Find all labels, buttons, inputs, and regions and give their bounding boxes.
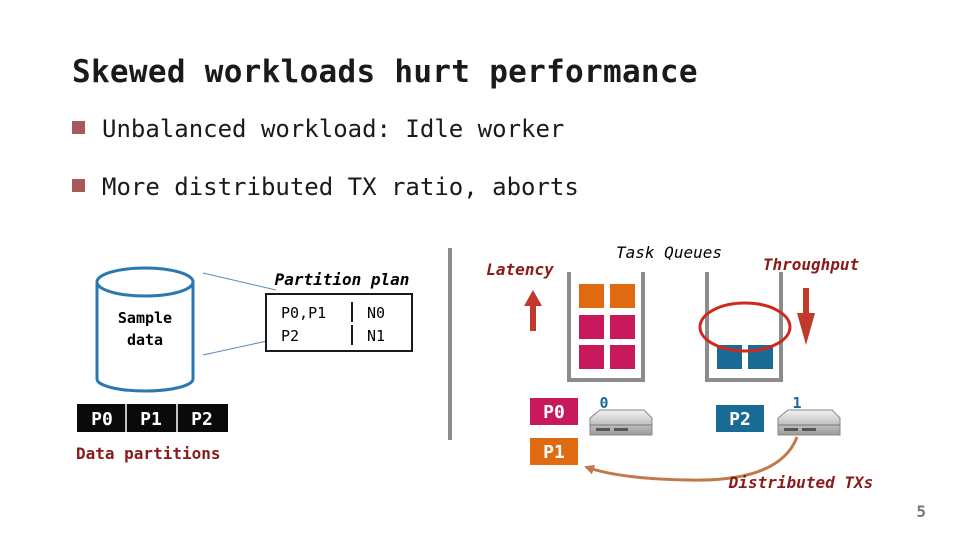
- task-block: [579, 345, 604, 369]
- partition-label: P0: [543, 402, 565, 423]
- plan-node-cell: N1: [367, 327, 385, 345]
- partition-plan-title: Partition plan: [275, 270, 410, 289]
- distributed-tx-label: Distributed TXs: [728, 473, 874, 492]
- cylinder-label: Sample: [118, 309, 172, 327]
- server-icon: [777, 409, 841, 436]
- sample-data-cylinder: [95, 266, 195, 393]
- task-block: [610, 315, 635, 339]
- partition-strip: [77, 404, 228, 432]
- task-block: [610, 284, 635, 308]
- task-queue-1: [705, 272, 783, 382]
- bullet-text: Unbalanced workload: Idle worker: [102, 115, 565, 143]
- node0-partition-p1: [530, 438, 578, 465]
- task-block: [579, 284, 604, 308]
- connector-line: [202, 338, 277, 356]
- throughput-down-arrow-icon: [797, 288, 815, 345]
- server-icon: [589, 409, 653, 436]
- bullet-square-icon: [72, 121, 85, 134]
- partition-label: P2: [729, 409, 751, 430]
- plan-partitions-cell: P0,P1: [281, 304, 326, 322]
- distributed-tx-arrow: [584, 436, 799, 482]
- partition-label: P0: [91, 409, 113, 430]
- idle-highlight-ellipse: [698, 301, 792, 353]
- partition-label: P1: [140, 409, 162, 430]
- task-block: [610, 345, 635, 369]
- bullet-item: Unbalanced workload: Idle worker: [72, 115, 564, 143]
- page-number: 5: [916, 502, 926, 521]
- task-queues-title: Task Queues: [616, 243, 722, 262]
- bullet-item: More distributed TX ratio, aborts: [72, 173, 579, 201]
- node1-partition-p2: [716, 405, 764, 432]
- connector-line: [202, 272, 277, 291]
- partition-plan-box: [265, 293, 413, 352]
- partitions-caption: Data partitions: [76, 444, 221, 463]
- task-queue-0: [567, 272, 645, 382]
- node0-partition-p0: [530, 398, 578, 425]
- partition-label: P1: [543, 442, 565, 463]
- latency-label: Latency: [486, 260, 554, 279]
- plan-node-cell: N0: [367, 304, 385, 322]
- node-id-label: 1: [792, 394, 801, 412]
- node-id-label: 0: [599, 394, 608, 412]
- throughput-label: Throughput: [763, 255, 860, 274]
- latency-up-arrow-icon: [524, 290, 542, 331]
- partition-label: P2: [191, 409, 213, 430]
- cylinder-label: data: [127, 331, 163, 349]
- section-separator: [448, 248, 452, 440]
- bullet-text: More distributed TX ratio, aborts: [102, 173, 579, 201]
- plan-partitions-cell: P2: [281, 327, 299, 345]
- task-block: [579, 315, 604, 339]
- slide-title: Skewed workloads hurt performance: [72, 54, 698, 90]
- bullet-square-icon: [72, 179, 85, 192]
